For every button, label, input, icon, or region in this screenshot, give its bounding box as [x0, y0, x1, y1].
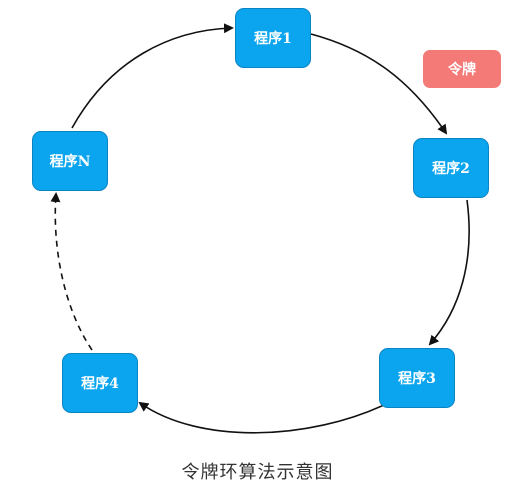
node-program-4-label: 程序4	[81, 376, 119, 392]
node-program-2-label: 程序2	[432, 161, 470, 177]
token-badge: 令牌	[423, 50, 501, 88]
edge-1-to-2	[310, 33, 448, 135]
diagram-caption: 令牌环算法示意图	[181, 462, 334, 483]
edge-2-to-3	[428, 199, 470, 346]
node-program-2: 程序2	[413, 138, 489, 198]
node-program-4: 程序4	[62, 353, 138, 413]
token-label: 令牌	[448, 62, 476, 78]
edge-3-to-4	[138, 401, 387, 434]
node-program-n: 程序N	[32, 131, 108, 191]
edge-4-to-n	[50, 192, 93, 351]
node-program-3: 程序3	[379, 348, 455, 408]
node-program-1: 程序1	[235, 8, 311, 68]
edge-n-to-1	[71, 23, 234, 129]
node-program-1-label: 程序1	[254, 31, 292, 47]
node-program-n-label: 程序N	[49, 154, 91, 170]
node-program-3-label: 程序3	[398, 371, 436, 387]
